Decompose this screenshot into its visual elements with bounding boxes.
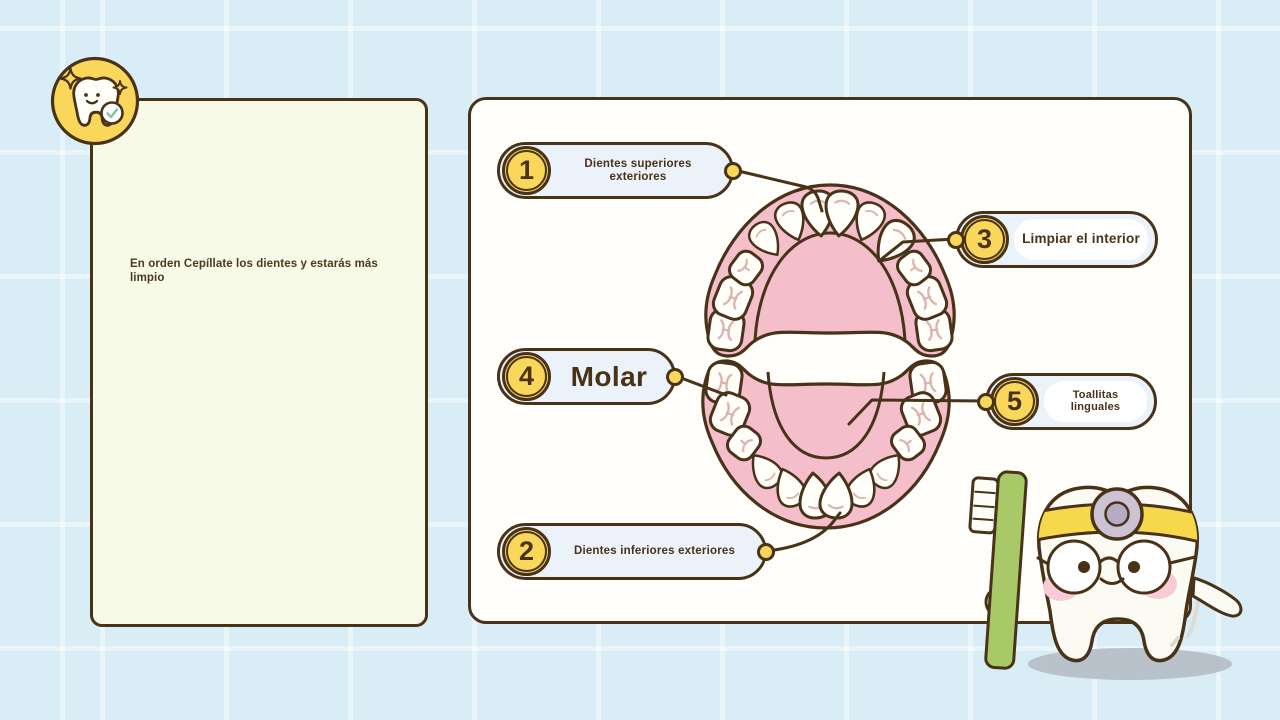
connector-dot — [977, 392, 995, 411]
note-text: En orden Cepíllate los dientes y estarás… — [130, 258, 378, 285]
callout-1: 1 Dientes superiores exteriores — [497, 142, 742, 199]
callout-1-label: Dientes superiores exteriores — [584, 158, 692, 183]
callout-4: 4 Molar — [497, 348, 684, 405]
callout-lines — [674, 168, 987, 553]
lower-dental-arch — [701, 359, 951, 530]
mascot-arm — [1191, 576, 1243, 618]
connector-dot — [724, 161, 742, 180]
callout-5-number: 5 — [990, 377, 1039, 426]
note-card: En orden Cepíllate los dientes y estarás… — [90, 98, 428, 627]
callout-3: 3 Limpiar el interior — [947, 211, 1158, 268]
tooth-check-logo-icon — [50, 56, 140, 146]
connector-dot — [947, 230, 965, 249]
toothbrush-icon — [968, 470, 1028, 670]
teeth-diagram — [674, 168, 987, 553]
tongue-outline — [766, 371, 886, 460]
connector-dot — [666, 367, 684, 386]
callout-3-number: 3 — [960, 215, 1009, 264]
callout-2: 2 Dientes inferiores exteriores — [497, 523, 775, 580]
callout-4-number: 4 — [502, 352, 551, 401]
sparkle-icon — [59, 67, 82, 90]
callout-5-label: Toallitas linguales — [1044, 381, 1147, 422]
callout-4-label: Molar — [570, 360, 648, 392]
mascot-shadow — [1028, 648, 1232, 680]
sparkle-icon — [112, 80, 128, 95]
callout-2-label: Dientes inferiores exteriores — [573, 545, 736, 558]
callout-2-number: 2 — [502, 527, 551, 576]
glasses-icon — [1036, 539, 1197, 595]
smile — [1099, 577, 1125, 585]
connector-dot — [757, 542, 775, 561]
callout-5: 5 Toallitas linguales — [977, 373, 1157, 430]
callout-1-number: 1 — [502, 146, 551, 195]
callout-3-label: Limpiar el interior — [1014, 219, 1148, 260]
upper-dental-arch — [704, 183, 956, 358]
tooth-mascot-icon — [968, 470, 1243, 680]
